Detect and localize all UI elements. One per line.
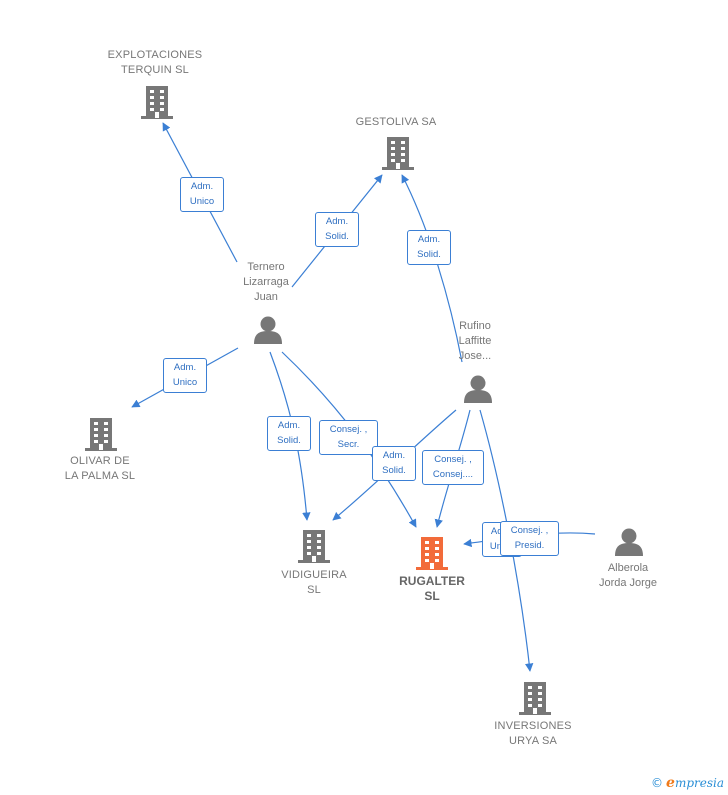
- edge-label-line: Solid.: [382, 465, 406, 476]
- rufino-person-icon[interactable]: [464, 375, 492, 404]
- label-line: VIDIGUEIRA: [281, 569, 347, 581]
- node-label-gestoliva[interactable]: GESTOLIVA SA: [336, 115, 456, 130]
- label-line: Lizarraga: [243, 276, 289, 288]
- inversiones-building-icon[interactable]: [519, 682, 551, 715]
- edge-label-adm-solid: Adm. Solid.: [315, 212, 359, 247]
- node-label-ternero[interactable]: Ternero Lizarraga Juan: [221, 260, 311, 305]
- edge-label-line: Solid.: [277, 435, 301, 446]
- label-line: TERQUIN SL: [120, 64, 189, 76]
- edge-label-line: Consej....: [432, 469, 474, 480]
- olivar-building-icon[interactable]: [85, 418, 117, 451]
- edge-label-consej-secr: Consej. , Secr.: [319, 420, 378, 455]
- edge-label-line: Consej. ,: [510, 525, 549, 536]
- node-label-alberola[interactable]: Alberola Jorda Jorge: [578, 561, 678, 591]
- edge-label-line: Unico: [189, 196, 215, 207]
- edge-label-line: Secr.: [337, 439, 360, 450]
- label-line: LA PALMA SL: [64, 470, 136, 482]
- label-line: Jose...: [458, 350, 492, 362]
- edge-label-adm-solid: Adm. Solid.: [267, 416, 311, 451]
- label-line: Jorda Jorge: [598, 577, 658, 589]
- edge-label-line: Adm.: [173, 362, 197, 373]
- brand-initial: e: [666, 775, 675, 791]
- edge-label-line: Adm.: [190, 181, 214, 192]
- label-line: Alberola: [607, 562, 649, 574]
- edge-label-adm-unico: Adm. Unico: [180, 177, 224, 212]
- edge-label-line: Unico: [172, 377, 198, 388]
- rugalter-building-icon[interactable]: [416, 537, 448, 570]
- edge-label-consej-consej: Consej. , Consej....: [422, 450, 484, 485]
- explotaciones-building-icon[interactable]: [141, 86, 173, 119]
- label-line: GESTOLIVA SA: [355, 116, 437, 128]
- label-line: URYA SA: [508, 735, 558, 747]
- node-label-explotaciones[interactable]: EXPLOTACIONES TERQUIN SL: [97, 48, 213, 78]
- label-line: Rufino: [459, 320, 491, 332]
- label-line: Juan: [254, 291, 278, 303]
- node-label-olivar[interactable]: OLIVAR DE LA PALMA SL: [50, 454, 150, 484]
- node-label-rugalter[interactable]: RUGALTER SL: [382, 574, 482, 604]
- edge-label-line: Adm.: [417, 234, 441, 245]
- node-label-vidigueira[interactable]: VIDIGUEIRA SL: [264, 568, 364, 598]
- edge-rufino-gestoliva: [401, 174, 463, 363]
- edge-label-consej-presid: Consej. , Presid.: [500, 521, 559, 556]
- label-line: INVERSIONES: [494, 720, 572, 732]
- edge-label-line: Consej. ,: [329, 424, 368, 435]
- label-line: EXPLOTACIONES: [107, 49, 203, 61]
- label-line: Laffitte: [458, 335, 492, 347]
- label-line: RUGALTER: [399, 574, 465, 588]
- copyright-icon: ©: [651, 776, 664, 790]
- edge-label-line: Adm.: [382, 450, 406, 461]
- empresia-brand[interactable]: ©empresia: [651, 775, 724, 791]
- edge-label-line: Consej. ,: [434, 454, 472, 465]
- alberola-person-icon[interactable]: [615, 528, 643, 557]
- node-label-rufino[interactable]: Rufino Laffitte Jose...: [435, 319, 515, 364]
- vidigueira-building-icon[interactable]: [298, 530, 330, 563]
- edge-label-adm-solid: Adm. Solid.: [372, 446, 416, 481]
- label-line: OLIVAR DE: [70, 455, 130, 467]
- node-label-inversiones[interactable]: INVERSIONES URYA SA: [478, 719, 588, 749]
- edge-label-line: Adm.: [277, 420, 301, 431]
- label-line: SL: [424, 589, 440, 603]
- label-line: SL: [307, 584, 321, 596]
- edge-label-line: Adm.: [325, 216, 349, 227]
- gestoliva-building-icon[interactable]: [382, 137, 414, 170]
- edge-label-line: Presid.: [514, 540, 545, 551]
- ternero-person-icon[interactable]: [254, 316, 282, 345]
- edge-label-line: Solid.: [417, 249, 441, 260]
- label-line: Ternero: [247, 261, 285, 273]
- edge-label-adm-solid: Adm. Solid.: [407, 230, 451, 265]
- brand-name: mpresia: [674, 776, 724, 790]
- edge-label-line: Solid.: [325, 231, 349, 242]
- edge-label-adm-unico: Adm. Unico: [163, 358, 207, 393]
